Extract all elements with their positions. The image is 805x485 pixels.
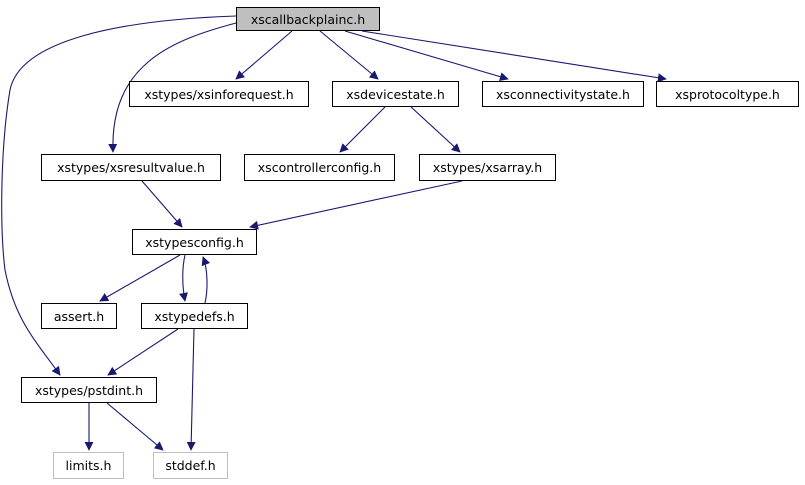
edge-root-to-xsresultvalue xyxy=(108,21,241,153)
node-label: xstypedefs.h xyxy=(154,308,235,324)
edge-xsdevicestate-to-xscontrollerconfig xyxy=(339,106,386,153)
node-xstypesconfig[interactable]: xstypesconfig.h xyxy=(132,229,257,255)
edge-root-to-xsinforequest xyxy=(235,30,293,80)
edge-xsresultvalue-to-xstypesconfig xyxy=(141,180,183,228)
edge-xstypedefs-to-xstypesconfig xyxy=(201,256,211,304)
edge-pstdint-to-stddef xyxy=(106,402,164,451)
node-label: xstypes/pstdint.h xyxy=(34,382,144,398)
node-label: xstypes/xsinforequest.h xyxy=(144,86,294,102)
node-label: xstypesconfig.h xyxy=(145,234,244,250)
edge-xsdevicestate-to-xsarray xyxy=(410,106,461,153)
node-pstdint[interactable]: xstypes/pstdint.h xyxy=(21,377,157,403)
node-xstypedefs[interactable]: xstypedefs.h xyxy=(141,303,248,329)
node-label: xscontrollerconfig.h xyxy=(257,160,382,175)
node-label: xstypes/xsresultvalue.h xyxy=(57,160,205,175)
node-label: assert.h xyxy=(53,308,105,324)
edge-root-to-xsdevicestate xyxy=(319,30,379,80)
node-label: xsdevicestate.h xyxy=(346,86,445,102)
node-xsinforequest[interactable]: xstypes/xsinforequest.h xyxy=(129,81,309,107)
node-label: stddef.h xyxy=(165,458,216,473)
node-xscallbackplainc[interactable]: xscallbackplainc.h xyxy=(236,7,380,31)
node-xscontrollerconfig[interactable]: xscontrollerconfig.h xyxy=(244,154,395,181)
node-limits: limits.h xyxy=(53,452,124,479)
node-label: xstypes/xsarray.h xyxy=(432,160,543,175)
node-xsarray[interactable]: xstypes/xsarray.h xyxy=(419,154,556,181)
node-label: xsprotocoltype.h xyxy=(675,86,780,102)
node-stddef: stddef.h xyxy=(153,452,228,479)
edge-root-to-xsprotocoltype xyxy=(361,30,667,83)
edge-xstypesconfig-to-xstypedefs xyxy=(179,254,188,302)
edge-root-to-xsconnectivitystate xyxy=(344,30,509,82)
node-assert[interactable]: assert.h xyxy=(41,303,117,329)
node-label: xsconnectivitystate.h xyxy=(496,86,630,102)
edge-xstypesconfig-to-assert xyxy=(99,254,181,302)
node-label: xscallbackplainc.h xyxy=(250,11,366,27)
node-xsprotocoltype[interactable]: xsprotocoltype.h xyxy=(656,81,799,107)
edge-xstypedefs-to-pstdint xyxy=(107,328,179,376)
edge-xstypedefs-to-stddef xyxy=(186,328,196,451)
node-xsdevicestate[interactable]: xsdevicestate.h xyxy=(332,81,459,107)
edge-root-to-pstdint xyxy=(1,15,237,376)
node-xsresultvalue[interactable]: xstypes/xsresultvalue.h xyxy=(41,154,221,181)
edge-xsarray-to-xstypesconfig xyxy=(249,180,463,230)
node-xsconnectivitystate[interactable]: xsconnectivitystate.h xyxy=(482,81,644,107)
node-label: limits.h xyxy=(65,458,112,473)
